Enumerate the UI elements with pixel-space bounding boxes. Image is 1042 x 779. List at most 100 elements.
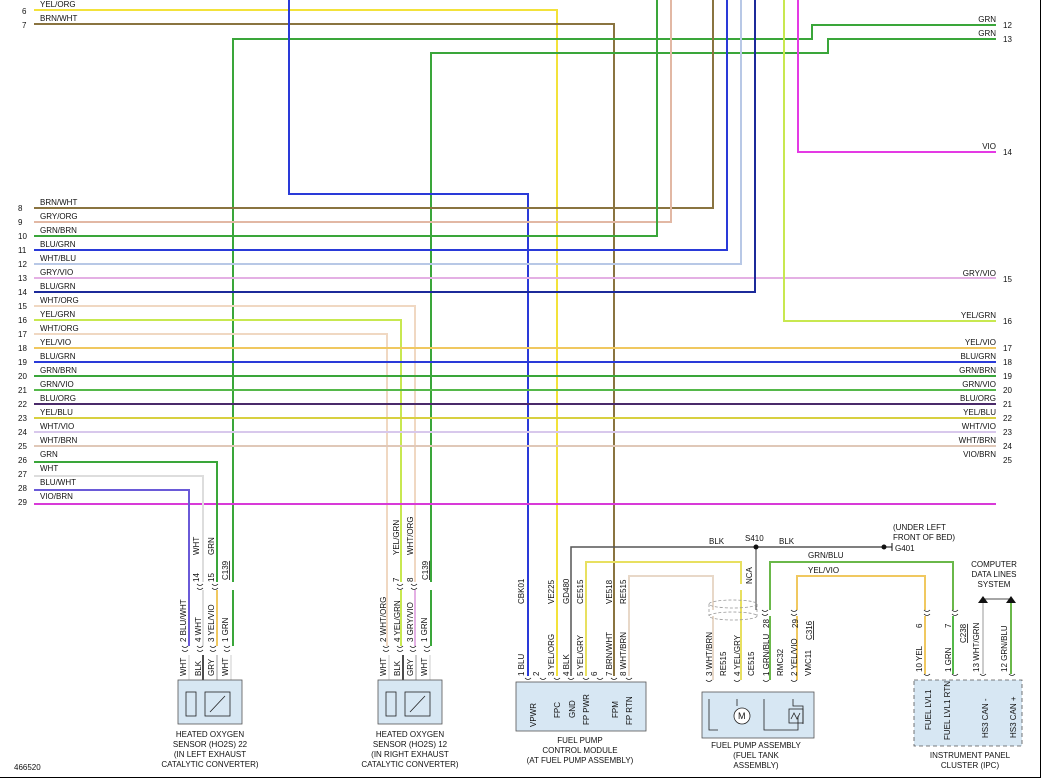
left-wire-label: GRN/VIO xyxy=(40,380,74,389)
inner-gry: GRY xyxy=(406,658,415,676)
sensor-name-2: SENSOR (HO2S) 22 xyxy=(173,740,248,749)
circuit-ve225: VE225 xyxy=(547,579,556,604)
terminal-fp-pwr: FP PWR xyxy=(582,694,591,725)
pin4-text: 4 YEL/GRY xyxy=(733,634,742,676)
splice-dot xyxy=(753,544,759,550)
terminal-hs3-can-neg: HS3 CAN - xyxy=(981,698,990,738)
upper-pin-7: 7 xyxy=(944,623,953,628)
right-wire-label: YEL/BLU xyxy=(963,408,996,417)
right-wire-num: 18 xyxy=(1003,358,1012,367)
wire-grn-26 xyxy=(34,461,218,582)
wire-vio-14 xyxy=(797,0,996,153)
pin1-text: 1 GRN/BLU xyxy=(762,634,771,676)
wires-layer xyxy=(34,0,1012,680)
sensor-body xyxy=(377,679,443,725)
inner-wht: WHT xyxy=(179,658,188,676)
ground-splice: BLK S410 BLK G401 (UNDER LEFT FRONT OF B… xyxy=(709,523,955,584)
sensor-name-4: CATALYTIC CONVERTER) xyxy=(361,760,459,769)
pin3: 3 YEL/ORG xyxy=(547,634,556,676)
instrument-panel-cluster: 6 7 C238 10 YEL 1 GRN 13 WHT/GRN 12 GRN/… xyxy=(913,560,1023,770)
ground-loc-2: FRONT OF BED) xyxy=(893,533,955,542)
connector-arcs xyxy=(524,677,633,680)
right-wire-label: WHT/VIO xyxy=(962,422,996,431)
inner-wht2: WHT xyxy=(420,658,429,676)
nca-label: NCA xyxy=(745,566,754,584)
wire-wht-blu-12 xyxy=(34,0,742,265)
wire-brn-wht-8 xyxy=(34,0,714,209)
pin4-text: 4 WHT xyxy=(194,617,203,642)
module-name-3: (AT FUEL PUMP ASSEMBLY) xyxy=(527,756,634,765)
fuel-pump-control-module: CBK01 VE225 GD480 CE515 VE518 RE515 1 BL… xyxy=(515,578,647,765)
connector-c139: C139 xyxy=(421,560,430,580)
right-wire-num: 21 xyxy=(1003,400,1012,409)
circuit-ce515: CE515 xyxy=(576,579,585,604)
ipc-body xyxy=(913,679,1023,747)
assembly-body xyxy=(701,691,815,739)
pin12-text: 12 GRN/BLU xyxy=(1000,625,1009,672)
shield-top xyxy=(708,599,758,609)
wire-blu-grn-11 xyxy=(34,0,728,251)
pin3-text: 3 WHT/BRN xyxy=(705,632,714,676)
left-wire-label: BLU/GRN xyxy=(40,352,76,361)
terminal-gnd: GND xyxy=(568,700,577,718)
right-wire-num: 12 xyxy=(1003,21,1012,30)
sensor-diag xyxy=(409,695,426,713)
wire-yel-grn-right xyxy=(783,0,996,322)
left-wire-num: 15 xyxy=(18,302,27,311)
left-wire-num: 8 xyxy=(18,204,23,213)
circuit-vmc11: VMC11 xyxy=(804,649,813,676)
assembly-name-3: ASSEMBLY) xyxy=(733,761,779,770)
ground-loc-1: (UNDER LEFT xyxy=(893,523,946,532)
wire-grn-13 xyxy=(430,38,996,582)
wire-num-7: 7 xyxy=(22,21,27,30)
conn-pin-29: 29 xyxy=(791,619,800,628)
left-wire-num: 11 xyxy=(18,246,27,255)
pin10-text: 10 YEL xyxy=(915,645,924,672)
pin5: 5 YEL/GRY xyxy=(576,634,585,676)
left-wire-label: BLU/WHT xyxy=(40,478,76,487)
wire-grn-blu xyxy=(769,561,954,610)
wire-blu-wht-28 xyxy=(34,489,190,646)
pin8-label: WHT/ORG xyxy=(406,516,415,555)
sensor-name-4: CATALYTIC CONVERTER) xyxy=(161,760,259,769)
left-wire-num: 10 xyxy=(18,232,27,241)
left-wire-num: 14 xyxy=(18,288,27,297)
left-wire-labels: 8BRN/WHT9GRY/ORG10GRN/BRN11BLU/GRN12WHT/… xyxy=(18,198,79,507)
right-wire-label: BLU/ORG xyxy=(960,394,996,403)
ho2s-12: YEL/GRN WHT/ORG 7 8 C139 2 WHT/ORG 4 YEL… xyxy=(361,516,459,769)
left-wire-num: 17 xyxy=(18,330,27,339)
left-wire-label: WHT/ORG xyxy=(40,324,79,333)
left-wire-num: 28 xyxy=(18,484,27,493)
connector-arcs xyxy=(181,583,231,652)
right-wire-label: WHT/BRN xyxy=(959,436,997,445)
connector-c316: C316 xyxy=(805,620,814,640)
conn-pin-28: 28 xyxy=(762,619,771,628)
left-wire-num: 9 xyxy=(18,218,23,227)
left-wire-num: 21 xyxy=(18,386,27,395)
left-wire-num: 23 xyxy=(18,414,27,423)
pin14-label: WHT xyxy=(192,537,201,555)
yel-vio-label: YEL/VIO xyxy=(808,566,839,575)
right-wire-label: GRN xyxy=(978,15,996,24)
right-wire-num: 13 xyxy=(1003,35,1012,44)
internal-wiring xyxy=(708,699,804,731)
terminal-fpm: FPM xyxy=(611,701,620,718)
right-wire-label: GRN xyxy=(978,29,996,38)
wire-blu-grn-14 xyxy=(34,0,756,293)
inner-blk: BLK xyxy=(194,660,203,676)
right-wire-num: 14 xyxy=(1003,148,1012,157)
left-wire-label: BLU/GRN xyxy=(40,282,76,291)
connector-arcs xyxy=(705,609,798,682)
wire-yel-gry xyxy=(585,561,742,676)
sender-resistor xyxy=(790,712,801,720)
right-wire-num: 16 xyxy=(1003,317,1012,326)
right-wire-label: GRN/VIO xyxy=(962,380,996,389)
pin13-text: 13 WHT/GRN xyxy=(972,622,981,672)
wire-label-brn-wht: BRN/WHT xyxy=(40,14,77,23)
circuit-gd480: GD480 xyxy=(562,578,571,604)
heater-element xyxy=(185,691,197,717)
connector-c238: C238 xyxy=(959,623,968,643)
wire-wht-org-15 xyxy=(34,305,416,582)
right-wire-label: GRN/BRN xyxy=(959,366,996,375)
wire-label-yel-org: YEL/ORG xyxy=(40,0,76,9)
